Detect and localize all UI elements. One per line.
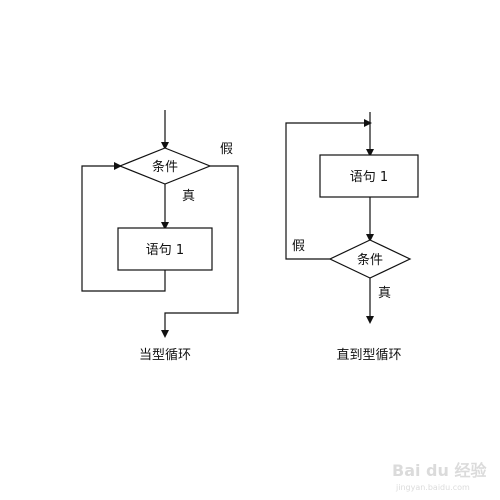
watermark-brand: Bai du 经验 xyxy=(392,461,487,480)
right-false-loop-line xyxy=(285,119,372,260)
left-loop-back-line xyxy=(81,162,166,292)
while-loop-diagram: 条件 真 语句 1 假 当型循环 xyxy=(81,110,239,363)
right-false-label: 假 xyxy=(292,239,305,254)
left-condition-label: 条件 xyxy=(152,159,178,175)
right-statement-box xyxy=(319,154,419,198)
left-false-exit-line xyxy=(161,165,239,338)
right-true-label: 真 xyxy=(378,286,391,301)
left-true-label: 真 xyxy=(182,189,195,204)
left-statement-box xyxy=(117,227,213,271)
right-condition-label: 条件 xyxy=(357,252,383,268)
left-false-label: 假 xyxy=(220,142,233,157)
right-caption: 直到型循环 xyxy=(336,348,401,363)
watermark-url: jingyan.baidu.com xyxy=(395,483,470,492)
left-caption: 当型循环 xyxy=(139,348,191,363)
baidu-watermark: Bai du 经验 jingyan.baidu.com xyxy=(392,461,487,492)
until-loop-diagram: 语句 1 条件 假 真 直到型循环 xyxy=(285,112,419,363)
left-statement-label: 语句 1 xyxy=(146,243,184,258)
right-statement-label: 语句 1 xyxy=(350,170,388,185)
